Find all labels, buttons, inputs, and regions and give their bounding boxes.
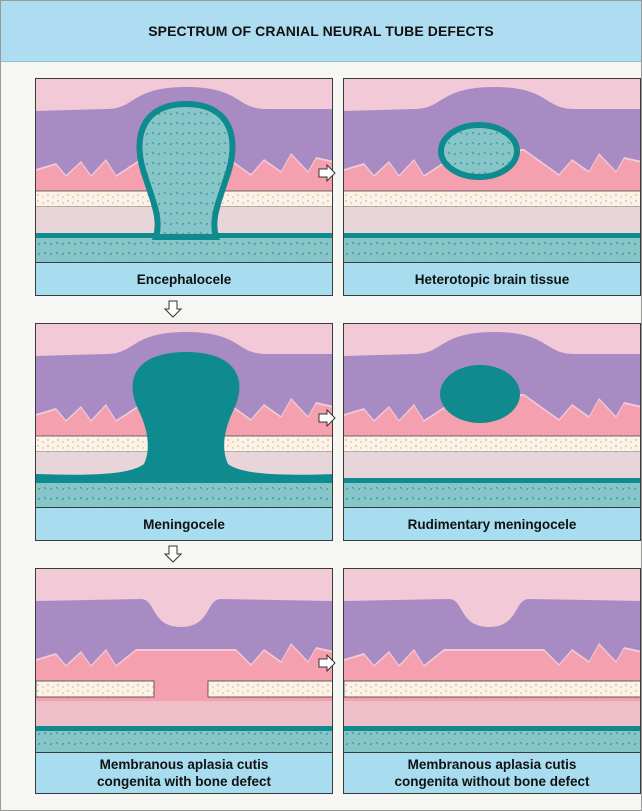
caption-meningocele: Meningocele <box>36 507 332 540</box>
caption-line: Meningocele <box>143 516 225 533</box>
down-arrow-icon <box>164 544 182 564</box>
caption-heterotopic: Heterotopic brain tissue <box>344 262 640 295</box>
panel-encephalocele: Encephalocele <box>35 78 333 296</box>
down-arrow-icon <box>164 299 182 319</box>
right-arrow-icon <box>317 409 337 427</box>
caption-line: Rudimentary meningocele <box>408 516 577 533</box>
panel-meningocele: Meningocele <box>35 323 333 541</box>
right-arrow-icon <box>317 654 337 672</box>
caption-aplasia-no-bone-defect: Membranous aplasia cutis congenita witho… <box>344 752 640 793</box>
panel-heterotopic: Heterotopic brain tissue <box>343 78 641 296</box>
caption-rudimentary: Rudimentary meningocele <box>344 507 640 540</box>
caption-line: congenita with bone defect <box>97 773 271 790</box>
caption-line: congenita without bone defect <box>395 773 590 790</box>
caption-line: Membranous aplasia cutis <box>100 756 269 773</box>
caption-encephalocele: Encephalocele <box>36 262 332 295</box>
panel-aplasia-no-bone-defect: Membranous aplasia cutis congenita witho… <box>343 568 641 794</box>
caption-line: Encephalocele <box>137 271 232 288</box>
figure-title: SPECTRUM OF CRANIAL NEURAL TUBE DEFECTS <box>148 23 494 39</box>
caption-line: Membranous aplasia cutis <box>408 756 577 773</box>
panel-aplasia-bone-defect: Membranous aplasia cutis congenita with … <box>35 568 333 794</box>
panel-rudimentary: Rudimentary meningocele <box>343 323 641 541</box>
right-arrow-icon <box>317 164 337 182</box>
title-bar: SPECTRUM OF CRANIAL NEURAL TUBE DEFECTS <box>1 1 641 62</box>
caption-line: Heterotopic brain tissue <box>415 271 570 288</box>
caption-aplasia-bone-defect: Membranous aplasia cutis congenita with … <box>36 752 332 793</box>
